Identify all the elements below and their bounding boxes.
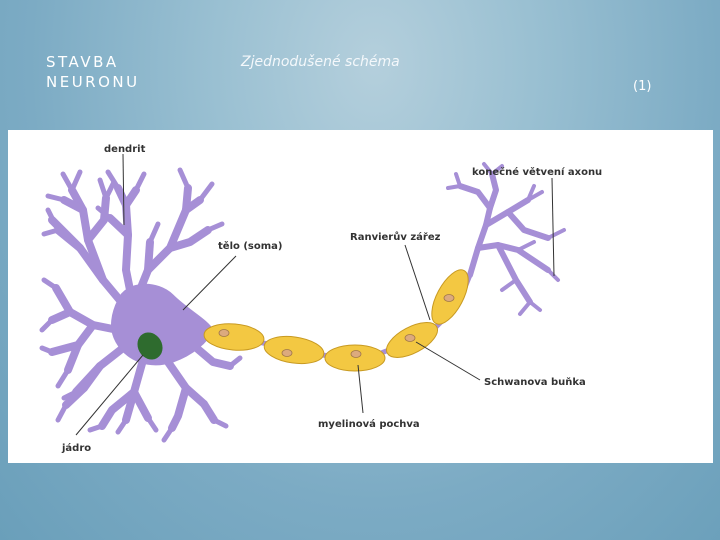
axon-terminal (457, 171, 551, 305)
neuron-diagram: dendrit tělo (soma) jádro Ranvierův záře… (39, 144, 602, 454)
diagram-panel: dendrit tělo (soma) jádro Ranvierův záře… (8, 130, 713, 463)
slide-title-line1: STAVBA (46, 53, 119, 71)
label-jadro: jádro (61, 442, 91, 454)
slide-title: STAVBA NEURONU (46, 52, 140, 92)
label-ranvier: Ranvierův zářez (350, 230, 441, 243)
label-schwann: Schwanova buňka (484, 376, 586, 388)
axon-terminal-thin (446, 162, 566, 316)
schwann-cell (263, 335, 325, 365)
nucleus (137, 332, 163, 360)
reference-marker: (1) (633, 79, 652, 94)
leader-lines (75, 153, 555, 436)
schwann-cell (203, 323, 265, 351)
soma (111, 283, 214, 366)
label-telo: tělo (soma) (218, 240, 282, 252)
slide-subtitle: Zjednodušené schéma (241, 54, 400, 70)
label-konecne-vetveni: konečné větvení axonu (472, 166, 602, 178)
label-myelin: myelinová pochva (318, 418, 420, 430)
myelin-sheath (203, 269, 469, 372)
schwann-cell (386, 322, 438, 358)
label-dendrit: dendrit (104, 144, 146, 155)
slide-title-line2: NEURONU (46, 73, 140, 91)
schwann-cell (431, 269, 469, 325)
dendrites-thin (39, 167, 243, 443)
schwann-cell (324, 344, 386, 372)
